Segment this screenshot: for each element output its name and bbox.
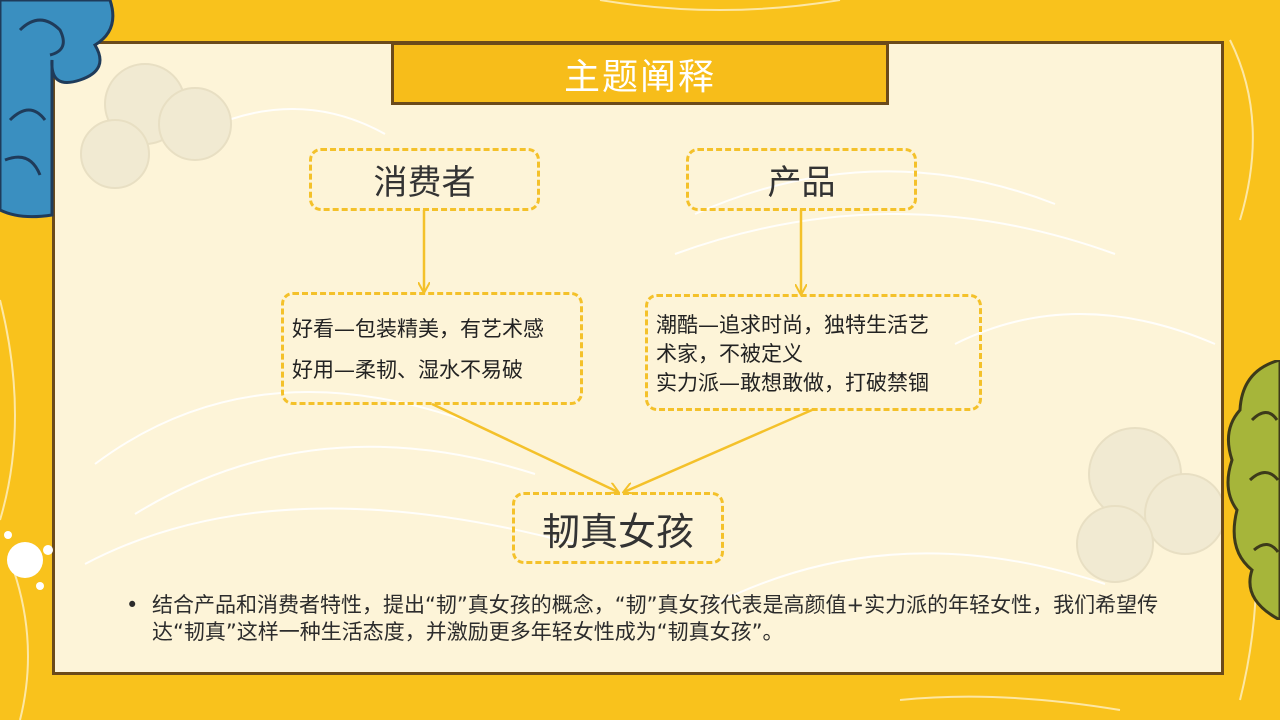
node-consumer-details: 好看—包装精美，有艺术感 好用—柔韧、湿水不易破 xyxy=(281,292,583,405)
bullet-dot: • xyxy=(126,593,139,617)
node-result: 韧真女孩 xyxy=(512,492,724,564)
content-panel xyxy=(52,41,1224,675)
consumer-detail-1: 好看—包装精美，有艺术感 xyxy=(292,317,544,341)
node-product: 产品 xyxy=(686,148,917,211)
node-product-label: 产品 xyxy=(767,163,836,203)
ink-splash xyxy=(4,531,53,590)
node-product-details: 潮酷—追求时尚，独特生活艺 术家，不被定义 实力派—敢想敢做，打破禁锢 xyxy=(645,294,982,411)
bullet-summary: • 结合产品和消费者特性，提出“韧”真女孩的概念，“韧”真女孩代表是高颜值+实力… xyxy=(126,592,1186,646)
node-consumer: 消费者 xyxy=(309,148,540,211)
bullet-text: 结合产品和消费者特性，提出“韧”真女孩的概念，“韧”真女孩代表是高颜值+实力派的… xyxy=(152,593,1159,644)
cloud-decoration-green xyxy=(1226,360,1280,620)
product-detail-2: 术家，不被定义 xyxy=(656,342,803,366)
title-banner: 主题阐释 xyxy=(391,42,889,105)
product-detail-3: 实力派—敢想敢做，打破禁锢 xyxy=(656,371,929,395)
node-consumer-label: 消费者 xyxy=(373,163,476,203)
consumer-detail-2: 好用—柔韧、湿水不易破 xyxy=(292,358,523,382)
panel-pattern xyxy=(80,63,1221,605)
cloud-decoration-outline xyxy=(80,63,1221,583)
product-detail-1: 潮酷—追求时尚，独特生活艺 xyxy=(656,313,929,337)
cloud-decoration-blue xyxy=(0,0,115,219)
node-result-label: 韧真女孩 xyxy=(541,509,694,554)
page-title: 主题阐释 xyxy=(563,56,716,98)
